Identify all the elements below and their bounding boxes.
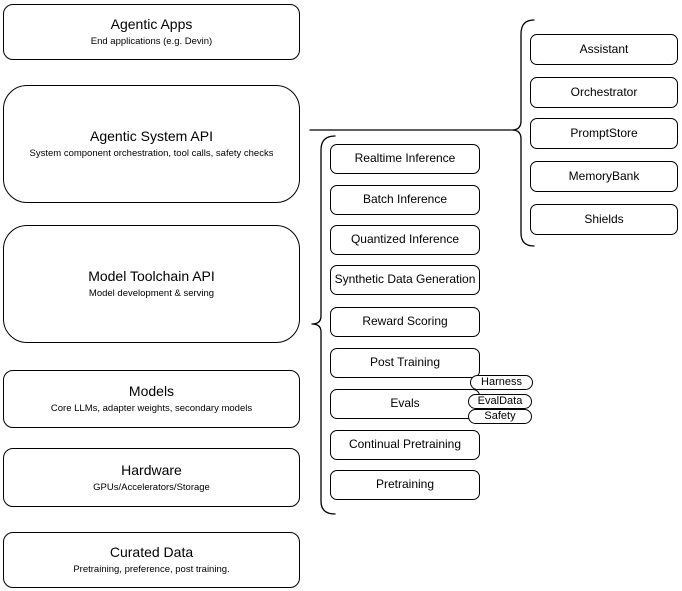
service-reward-scoring: Reward Scoring: [330, 307, 480, 337]
service-post-training: Post Training: [330, 348, 480, 378]
service-evals: Evals: [330, 389, 480, 419]
node-title: Models: [128, 383, 175, 400]
node-subtitle: GPUs/Accelerators/Storage: [93, 481, 210, 493]
node-subtitle: Core LLMs, adapter weights, secondary mo…: [50, 403, 253, 415]
service-realtime-inference: Realtime Inference: [330, 144, 480, 174]
component-shields: Shields: [530, 204, 678, 235]
node-title: Agentic Apps: [110, 16, 193, 33]
component-assistant: Assistant: [530, 34, 678, 65]
component-memorybank: MemoryBank: [530, 161, 678, 192]
node-agentic-apps: Agentic Apps End applications (e.g. Devi…: [3, 4, 300, 60]
node-model-toolchain-api: Model Toolchain API Model development & …: [3, 225, 300, 343]
service-label: Synthetic Data Generation: [334, 272, 476, 287]
service-synthetic-data-generation: Synthetic Data Generation: [330, 265, 480, 295]
node-title: Hardware: [121, 461, 182, 478]
tag-label: Harness: [481, 376, 522, 388]
node-subtitle: System component orchestration, tool cal…: [29, 148, 274, 160]
tag-label: EvalData: [477, 395, 523, 407]
node-agentic-system-api: Agentic System API System component orch…: [3, 85, 300, 203]
component-label: PromptStore: [570, 125, 638, 140]
service-label: Post Training: [369, 355, 441, 370]
node-curated-data: Curated Data Pretraining, preference, po…: [3, 532, 300, 588]
tag-evaldata: EvalData: [468, 394, 532, 409]
component-label: Shields: [584, 211, 624, 226]
node-subtitle: Model development & serving: [88, 288, 215, 300]
service-label: Pretraining: [375, 477, 435, 492]
component-promptstore: PromptStore: [530, 118, 678, 149]
tag-label: Safety: [484, 410, 516, 422]
service-quantized-inference: Quantized Inference: [330, 225, 480, 255]
node-title: Agentic System API: [90, 128, 213, 145]
service-batch-inference: Batch Inference: [330, 185, 480, 215]
service-label: Realtime Inference: [354, 151, 456, 166]
component-orchestrator: Orchestrator: [530, 77, 678, 108]
service-label: Reward Scoring: [362, 314, 448, 329]
node-title: Curated Data: [109, 544, 194, 561]
service-pretraining: Pretraining: [330, 470, 480, 500]
node-subtitle: Pretraining, preference, post training.: [73, 564, 230, 576]
node-subtitle: End applications (e.g. Devin): [90, 36, 213, 48]
service-continual-pretraining: Continual Pretraining: [330, 430, 480, 460]
service-label: Continual Pretraining: [348, 437, 462, 452]
tag-harness: Harness: [470, 375, 533, 390]
node-models: Models Core LLMs, adapter weights, secon…: [3, 370, 300, 428]
service-label: Evals: [390, 396, 420, 411]
node-title: Model Toolchain API: [88, 268, 215, 285]
service-label: Batch Inference: [362, 192, 448, 207]
component-label: Assistant: [579, 41, 629, 56]
component-label: MemoryBank: [568, 168, 640, 183]
component-label: Orchestrator: [570, 84, 638, 99]
tag-safety: Safety: [468, 409, 532, 424]
service-label: Quantized Inference: [350, 232, 460, 247]
node-hardware: Hardware GPUs/Accelerators/Storage: [3, 448, 300, 507]
